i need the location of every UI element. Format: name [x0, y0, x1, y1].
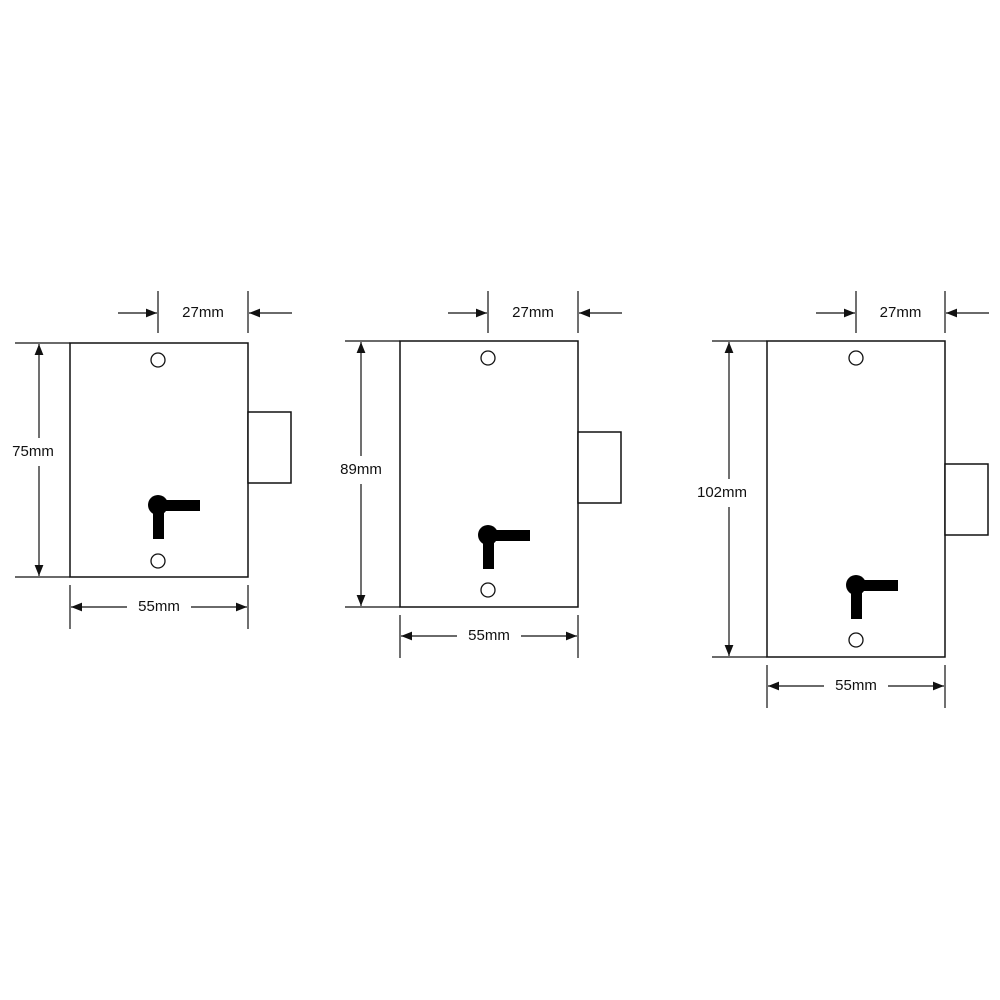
lock-75: 75mm 55mm 27mm: [9, 291, 292, 629]
top-screw-hole-icon: [848, 350, 864, 366]
backset-dimension: 27mm: [816, 291, 989, 333]
keyhole-symbol-icon: [148, 495, 200, 539]
lock-body: [69, 342, 249, 578]
width-dimension: 55mm: [766, 665, 946, 708]
lock-bolt: [944, 463, 989, 536]
height-label: 102mm: [697, 484, 747, 501]
top-screw-hole-icon: [480, 350, 496, 366]
backset-label: 27mm: [880, 304, 922, 321]
width-label: 55mm: [835, 677, 877, 694]
height-label: 75mm: [12, 443, 54, 460]
keyhole-symbol-icon: [846, 575, 898, 619]
keyhole-symbol-icon: [478, 525, 530, 569]
backset-label: 27mm: [182, 304, 224, 321]
width-dimension: 55mm: [69, 585, 249, 629]
lock-102: 102mm 55mm 27mm: [693, 291, 989, 708]
width-label: 55mm: [138, 598, 180, 615]
bottom-screw-hole-icon: [848, 632, 864, 648]
height-label: 89mm: [340, 461, 382, 478]
lock-bolt: [577, 431, 622, 504]
bottom-screw-hole-icon: [150, 553, 166, 569]
height-dimension: 75mm: [9, 342, 70, 578]
lock-89: 89mm 55mm 27mm: [337, 291, 622, 658]
height-dimension: 89mm: [337, 340, 400, 608]
top-screw-hole-icon: [150, 352, 166, 368]
width-label: 55mm: [468, 627, 510, 644]
height-dimension: 102mm: [693, 340, 767, 658]
backset-dimension: 27mm: [448, 291, 622, 333]
backset-label: 27mm: [512, 304, 554, 321]
width-dimension: 55mm: [399, 615, 579, 658]
bottom-screw-hole-icon: [480, 582, 496, 598]
backset-dimension: 27mm: [118, 291, 292, 333]
lock-bolt: [247, 411, 292, 484]
